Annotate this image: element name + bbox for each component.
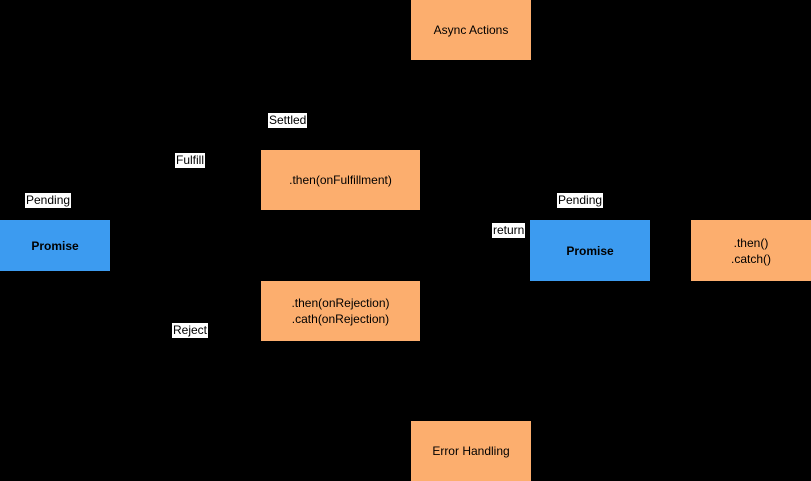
- node-then-on-fulfillment[interactable]: .then(onFulfillment): [261, 150, 420, 210]
- node-async-actions[interactable]: Async Actions: [411, 0, 531, 60]
- edge-label-settled: Settled: [268, 113, 308, 128]
- node-label-then-catch-on-rejection: .then(onRejection) .cath(onRejection): [291, 296, 390, 326]
- edge-label-fulfill: Fulfill: [175, 153, 206, 168]
- node-then-catch[interactable]: .then() .catch(): [691, 220, 811, 281]
- node-label-promise-right: Promise: [566, 243, 614, 258]
- edge-label-reject: Reject: [172, 323, 209, 338]
- node-label-async-actions: Async Actions: [433, 23, 509, 37]
- node-label-error-handling: Error Handling: [432, 444, 510, 458]
- edge-label-pending-right: Pending: [557, 193, 604, 208]
- edge-label-pending-left: Pending: [25, 193, 72, 208]
- node-promise-left[interactable]: Promise: [0, 220, 110, 271]
- node-label-then-catch: .then() .catch(): [730, 235, 771, 266]
- edge-label-return: return: [492, 223, 526, 238]
- node-label-then-on-fulfillment: .then(onFulfillment): [289, 173, 392, 187]
- node-label-promise-left: Promise: [31, 238, 79, 253]
- node-then-catch-on-rejection[interactable]: .then(onRejection) .cath(onRejection): [261, 281, 420, 341]
- node-promise-right[interactable]: Promise: [530, 220, 650, 281]
- node-error-handling[interactable]: Error Handling: [411, 421, 531, 481]
